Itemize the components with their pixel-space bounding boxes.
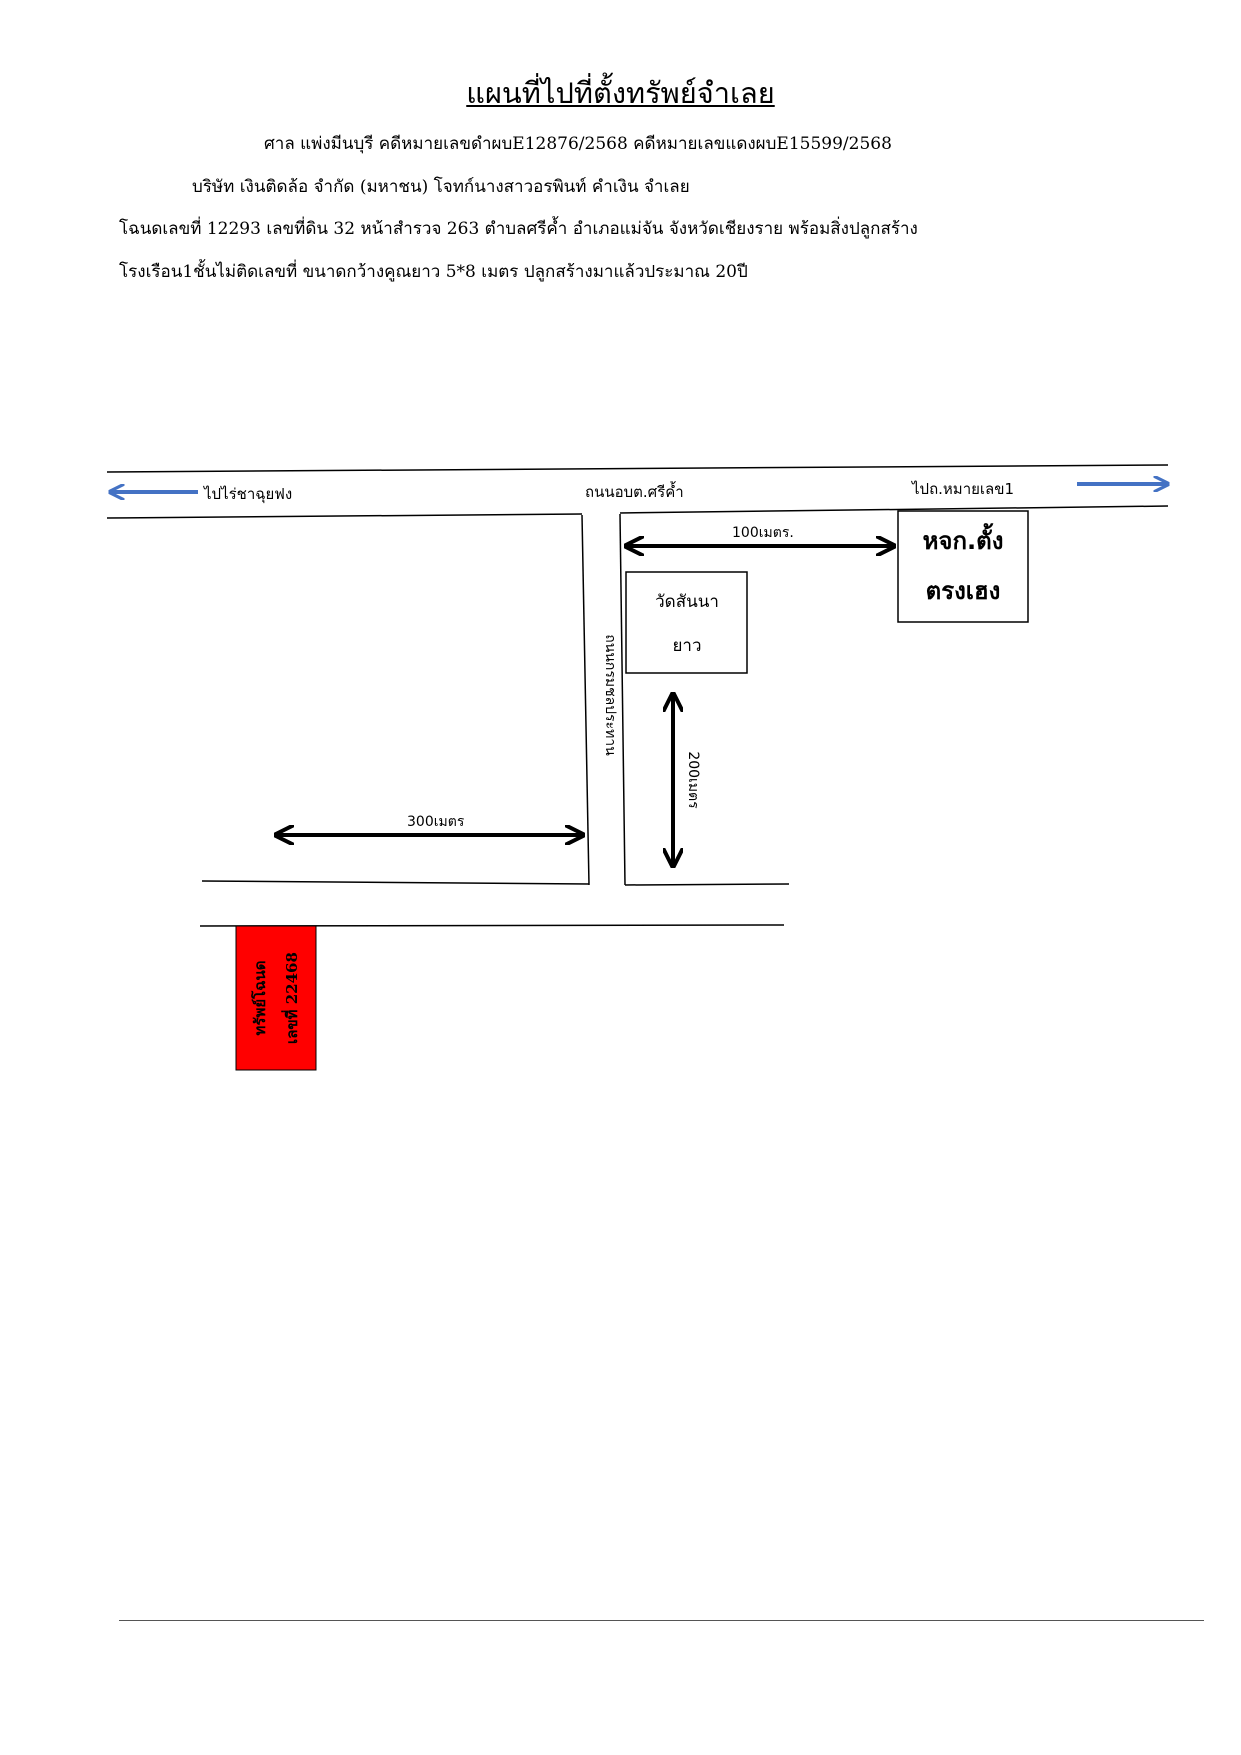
main-road-bottom-edge-right xyxy=(619,505,1169,514)
property-box xyxy=(235,925,317,1071)
to-left-label: ไปไร่ชาฉุยฟง xyxy=(203,485,292,504)
property-label-line1: ทรัพย์โฉนด xyxy=(250,961,269,1036)
temple-box xyxy=(625,571,748,674)
building-line: โรงเรือน1ชั้นไม่ติดเลขที่ ขนาดกว้างคูณยา… xyxy=(119,262,748,282)
side-road-right-edge xyxy=(619,513,626,886)
shop-name-line1: หจก.ตั้ง xyxy=(923,522,1004,555)
distance-200-label: 200เมตร xyxy=(685,751,701,809)
parties-line: บริษัท เงินติดล้อ จำกัด (มหาชน) โจทก์นาง… xyxy=(192,177,690,197)
property-label-line2: เลขที่ 22468 xyxy=(281,952,301,1044)
temple-name-line1: วัดสันนา xyxy=(655,592,719,612)
page-title: แผนที่ไปที่ตั้งทรัพย์จำเลย xyxy=(466,76,775,110)
side-road-left-edge xyxy=(581,514,590,886)
temple-name-line2: ยาว xyxy=(672,636,701,656)
deed-line: โฉนดเลขที่ 12293 เลขที่ดิน 32 หน้าสำรวจ … xyxy=(119,219,918,239)
to-right-label: ไปถ.หมายเลข1 xyxy=(911,480,1014,498)
shop-name-line2: ตรงเฮง xyxy=(926,577,1001,605)
main-road-bottom-edge-left xyxy=(106,513,583,519)
distance-300-label: 300เมตร xyxy=(407,814,465,830)
main-road-top-edge xyxy=(106,464,1169,473)
lower-road-edge-left xyxy=(201,880,590,885)
lower-road-edge-right xyxy=(624,883,790,886)
court-case-line: ศาล แพ่งมีนบุรี คดีหมายเลขดำผบE12876/256… xyxy=(264,134,892,154)
shop-box xyxy=(897,510,1029,623)
main-road-label: ถนนอบต.ศรีค้ำ xyxy=(585,481,684,501)
footer-divider xyxy=(119,1620,1204,1621)
distance-100-label: 100เมตร. xyxy=(732,525,794,541)
side-road-label: ถนนกรมชลประทาน xyxy=(602,634,618,756)
